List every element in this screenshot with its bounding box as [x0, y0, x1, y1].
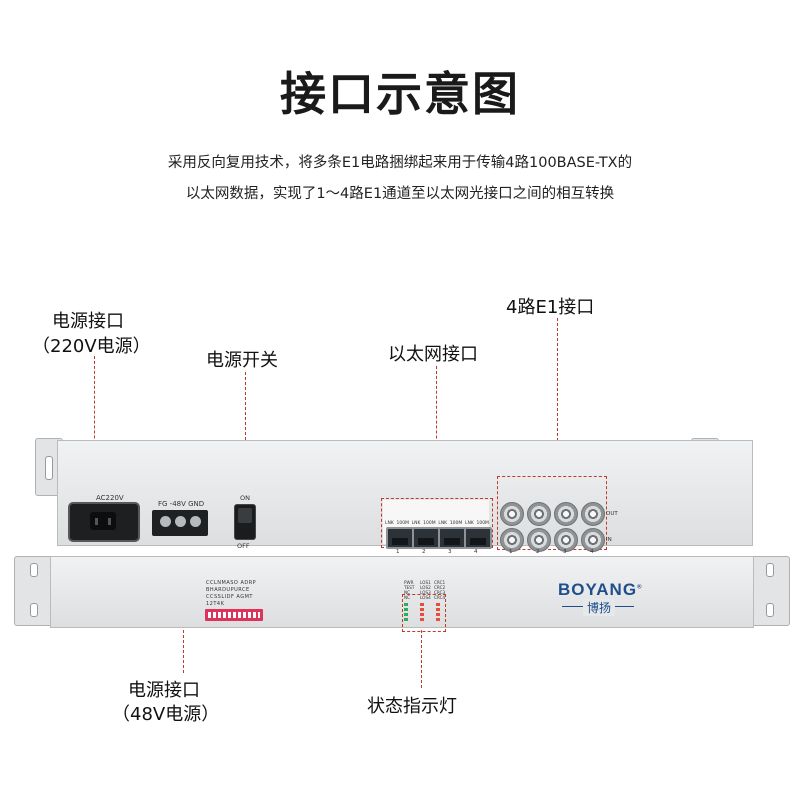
led-red-los-3	[420, 613, 424, 616]
callout-power-switch-label: 电源开关	[206, 350, 278, 371]
callout-line-power-48	[183, 595, 184, 673]
eth-label-3: LNK	[411, 521, 421, 526]
led-green-4	[404, 618, 408, 621]
callout-line-status-leds	[421, 630, 422, 688]
callout-ethernet-label: 以太网接口	[388, 344, 478, 365]
e1-number-1: 1	[509, 549, 513, 555]
ethernet-port-1[interactable]	[386, 527, 414, 549]
eth-label-7: LNK	[464, 521, 474, 526]
eth-number-2: 2	[422, 549, 426, 555]
terminal-label: FG -48V GND	[158, 500, 205, 508]
led-red-los-1	[420, 603, 424, 606]
ethernet-port-2[interactable]	[412, 527, 440, 549]
e1-out-port-4[interactable]	[581, 502, 605, 526]
page-title: 接口示意图	[280, 67, 520, 121]
ac-label: AC220V	[96, 494, 124, 502]
led-label-crc2: CRC2	[434, 585, 446, 590]
eth-number-4: 4	[474, 549, 478, 555]
led-col-2-labels: LOS1 LOS2 LOS3 LOS4	[420, 580, 431, 600]
description-line-2: 以太网数据，实现了1～4路E1通道至以太网光接口之间的相互转换	[185, 186, 615, 202]
eth-label-4: 100M	[423, 521, 436, 526]
brand-logo: BOYANG®	[558, 580, 642, 600]
led-label-crc3: CRC3	[434, 590, 446, 595]
power-switch[interactable]	[234, 504, 256, 540]
brand-chinese: 博扬	[583, 599, 616, 616]
brand-text: BOYANG	[558, 580, 638, 599]
ethernet-port-3[interactable]	[438, 527, 466, 549]
e1-in-port-1[interactable]	[500, 528, 524, 552]
e1-in-port-3[interactable]	[554, 528, 578, 552]
dip-row-4: 12T4K	[206, 601, 225, 607]
led-label-test: TEST	[404, 585, 415, 590]
callout-line-power-switch	[245, 372, 246, 490]
led-label-los3: LOS3	[420, 590, 431, 595]
e1-in-port-2[interactable]	[527, 528, 551, 552]
led-green-2	[404, 608, 408, 611]
led-red-crc-3	[436, 613, 440, 616]
eth-label-5: LNK	[438, 521, 448, 526]
eth-label-2: 100M	[396, 521, 409, 526]
callout-power-48-label: 电源接口	[128, 680, 200, 701]
dc-terminal-block[interactable]	[152, 510, 208, 536]
front-rack-ear-left	[14, 556, 54, 626]
led-col-1-labels: PWR TEST NC NC	[404, 580, 414, 600]
callout-line-ethernet	[436, 366, 437, 498]
dip-row-1: CCLNMASO ADRP	[206, 580, 257, 586]
switch-on-label: ON	[240, 494, 250, 502]
description-line-1: 采用反向复用技术，将多条E1电路捆绑起来用于传输4路100BASE-TX的	[167, 155, 633, 171]
led-red-crc-4	[436, 618, 440, 621]
led-red-crc-1	[436, 603, 440, 606]
e1-callout-box	[497, 476, 607, 550]
eth-label-8: 100M	[476, 521, 489, 526]
led-label-pwr: PWR	[404, 580, 414, 585]
led-label-crc4: CRC4	[434, 595, 446, 600]
led-label-crc1: CRC1	[434, 580, 446, 585]
led-red-los-4	[420, 618, 424, 621]
callout-line-power-220	[94, 356, 95, 498]
led-col-3-labels: CRC1 CRC2 CRC3 CRC4	[434, 580, 445, 600]
e1-out-port-2[interactable]	[527, 502, 551, 526]
eth-led-labels: LNK 100M LNK 100M LNK 100M LNK 100M	[385, 521, 489, 526]
status-leds-callout-box	[402, 594, 446, 632]
callout-e1-label: 4路E1接口	[506, 297, 595, 318]
callout-line-e1	[557, 318, 558, 476]
callout-power-48-sublabel: （48V电源）	[112, 704, 220, 725]
e1-out-port-3[interactable]	[554, 502, 578, 526]
ethernet-port-4[interactable]	[464, 527, 492, 549]
eth-number-3: 3	[448, 549, 452, 555]
callout-power-220-sublabel: （220V电源）	[32, 336, 151, 357]
callout-power-220-label: 电源接口	[52, 311, 124, 332]
eth-label-6: 100M	[449, 521, 463, 526]
led-red-los-2	[420, 608, 424, 611]
dip-row-3: CCSSLIDF AGMT	[206, 594, 253, 600]
led-green-3	[404, 613, 408, 616]
led-red-crc-2	[436, 608, 440, 611]
dip-switch-bank[interactable]	[205, 609, 263, 621]
callout-status-leds-label: 状态指示灯	[367, 696, 457, 717]
ac-power-inlet[interactable]	[68, 502, 140, 542]
led-green-1	[404, 603, 408, 606]
eth-label-1: LNK	[385, 521, 394, 526]
eth-number-1: 1	[396, 549, 400, 555]
e1-in-port-4[interactable]	[581, 528, 605, 552]
registered-mark: ®	[637, 584, 643, 591]
front-rack-ear-right	[750, 556, 790, 626]
e1-number-3: 3	[563, 549, 567, 555]
led-label-nc2: NC	[404, 595, 411, 600]
e1-number-2: 2	[536, 549, 540, 555]
e1-out-port-1[interactable]	[500, 502, 524, 526]
e1-out-label: OUT	[606, 511, 618, 517]
led-label-nc1: NC	[404, 590, 411, 595]
led-label-los2: LOS2	[420, 585, 431, 590]
e1-in-label: IN	[606, 537, 612, 543]
led-label-los4: LOS4	[420, 595, 431, 600]
switch-off-label: OFF	[237, 542, 250, 550]
dip-row-2: BHARDUPURCE	[206, 587, 250, 593]
e1-number-4: 4	[590, 549, 594, 555]
led-label-los1: LOS1	[420, 580, 431, 585]
